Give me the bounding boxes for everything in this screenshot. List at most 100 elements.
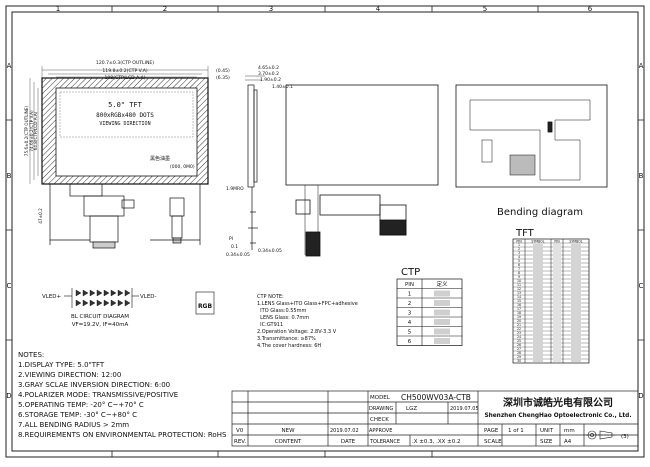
- led-symbol: [75, 299, 82, 307]
- dim-right-2: (6.35): [216, 75, 230, 81]
- note-line: 8.REQUIREMENTS ON ENVIRONMENTAL PROTECTI…: [18, 431, 227, 439]
- row-label: B: [7, 172, 12, 180]
- circuit-spec: VF=19.2V, IF=40mA: [72, 322, 129, 328]
- redacted-cell: [434, 319, 450, 325]
- col-label: 1: [56, 5, 60, 13]
- side-dim-1: 4.65±0.2: [258, 65, 279, 71]
- model-value: CH500WV03A-CTB: [401, 393, 471, 402]
- tft-table-title: TFT: [515, 228, 535, 239]
- side-dim-4: 1.40±0.1: [272, 84, 293, 90]
- row-label: C: [639, 282, 644, 290]
- side-label-1: 1.9MRO: [226, 186, 244, 192]
- side-label-2: 0.34±0.05: [258, 248, 282, 254]
- redacted-column: [533, 244, 543, 362]
- tft-pin-number: 26: [517, 343, 521, 347]
- dim-left-2: 74.66±0.2(CTP V.A): [29, 110, 34, 152]
- ctp-pin-number: 2: [408, 301, 412, 307]
- redacted-column: [553, 244, 561, 362]
- row-label: A: [7, 62, 12, 70]
- tft-table-header: PIN: [516, 239, 522, 243]
- tft-pin-number: 21: [517, 323, 521, 327]
- tft-pin-number: 15: [517, 299, 521, 303]
- led-symbol: [117, 299, 124, 307]
- tft-pin-number: 6: [518, 263, 520, 267]
- vled-negative: VLED-: [140, 294, 157, 300]
- approve-label: APPROVE: [369, 428, 392, 434]
- dim-bottom: 47±0.2: [38, 208, 43, 224]
- dim-ctp-outline: 120.7±0.3(CTP OUTLINE): [96, 60, 154, 66]
- tft-table-header: SYMBOL: [531, 239, 544, 243]
- tft-pin-number: 14: [517, 295, 521, 299]
- projection-note: (3): [621, 434, 629, 440]
- tft-pin-number: 13: [517, 291, 521, 295]
- tft-pin-number: 30: [517, 359, 521, 363]
- ctp-notes: CTP NOTE: 1.LENS Glass+ITO Glass+FPC+adh…: [257, 294, 358, 349]
- dim-left-3: 64.8(CTP/LCD A.A): [33, 111, 38, 150]
- tft-table-header: SYMBOL: [569, 239, 582, 243]
- led-symbol: [89, 289, 96, 297]
- tft-table-header: PIN: [554, 239, 560, 243]
- row-label: A: [639, 62, 644, 70]
- tft-pin-number: 18: [517, 311, 521, 315]
- frame-ticks: [6, 6, 644, 457]
- redacted-cell: [434, 309, 450, 316]
- front-view: 120.7±0.3(CTP OUTLINE) 119.8±0.2(CTP V.A…: [24, 60, 230, 249]
- tft-pin-number: 1: [518, 243, 520, 247]
- note-line: 2.VIEWING DIRECTION: 12:00: [18, 371, 121, 379]
- tft-pin-number: 3: [518, 251, 520, 255]
- drawing-label: DRAWING: [369, 406, 393, 412]
- led-symbol: [75, 289, 82, 297]
- black-ink-label: 黑色油墨: [150, 155, 170, 162]
- ctp-note-line: IC:GT911: [257, 322, 283, 328]
- col-label: 2: [163, 5, 167, 13]
- led-symbol: [110, 299, 117, 307]
- row-label: D: [638, 392, 643, 400]
- content-header: CONTENT: [275, 439, 302, 445]
- scale-label: SCALE: [484, 439, 502, 445]
- unit-label: UNIT: [540, 428, 554, 434]
- led-symbol: [124, 289, 131, 297]
- note-line: 6.STORAGE TEMP: -30° C~+80° C: [18, 411, 137, 419]
- note-line: 4.POLARIZER MODE: TRANSMISSIVE/POSITIVE: [18, 391, 178, 399]
- led-symbol: [103, 299, 110, 307]
- screen-resolution: 800xRGBx480 DOTS: [96, 112, 154, 119]
- rgb-label: RGB: [198, 303, 213, 310]
- drawer-name: LGZ: [406, 406, 417, 412]
- projection-symbol-icon: [586, 430, 616, 440]
- led-symbol: [82, 289, 89, 297]
- circuit-title: BL CIRCUIT DIAGRAM: [71, 314, 129, 320]
- col-label: 3: [269, 5, 273, 13]
- page-label: PAGE: [484, 428, 499, 434]
- redacted-cell: [434, 290, 450, 297]
- ctp-note-line: 2.Operation Voltage: 2.8V-3.3 V: [257, 329, 337, 335]
- ctp-table-title: CTP: [401, 267, 420, 278]
- tft-pin-number: 7: [518, 267, 520, 271]
- tft-pin-number: 19: [517, 315, 521, 319]
- tft-pin-number: 22: [517, 327, 521, 331]
- check-label: CHECK: [370, 417, 389, 423]
- side-label-4: 0.1: [231, 244, 238, 250]
- tft-pin-number: 16: [517, 303, 521, 307]
- tft-pin-number: 5: [518, 259, 520, 263]
- side-dim-2: 3.70±0.2: [258, 71, 279, 77]
- page-value: 1 of 1: [508, 428, 524, 434]
- led-symbol: [82, 299, 89, 307]
- backlight-circuit: VLED+ VLED- BL CIRCUIT DIAGRAM VF=19.2V,…: [42, 288, 215, 328]
- led-symbol: [124, 299, 131, 307]
- note-line: 3.GRAY SCLAE INVERSION DIRECTION: 6:00: [18, 381, 170, 389]
- tft-pin-number: 10: [517, 279, 521, 283]
- row-label: B: [639, 172, 644, 180]
- side-label-pi: PI: [229, 236, 233, 242]
- led-symbol: [117, 289, 124, 297]
- ctp-pin-number: 6: [408, 339, 412, 345]
- row-label: D: [6, 392, 11, 400]
- screen-type: 5.0" TFT: [108, 101, 143, 109]
- tft-pin-number: 2: [518, 247, 520, 251]
- ctp-pin-number: 4: [408, 320, 412, 326]
- col-label: 4: [376, 5, 381, 13]
- note-line: NOTES:: [18, 351, 44, 359]
